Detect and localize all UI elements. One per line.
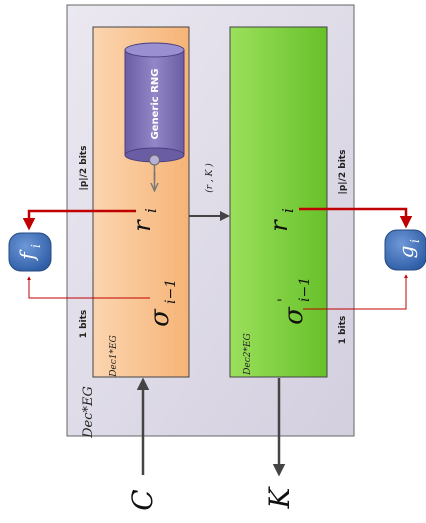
right-box-label: Dec2*EG <box>243 333 253 376</box>
sigma-right-prime: ' <box>276 298 292 302</box>
sigma-right-group: σ ' i−1 <box>276 277 313 325</box>
r-left-subscript: i <box>142 208 160 213</box>
rng-label: Generic RNG <box>150 69 161 140</box>
r-left-symbol: r <box>128 219 156 232</box>
r-right-symbol: r <box>265 219 293 232</box>
right-bits-bottom: 1 bits <box>338 316 348 345</box>
sigma-to-f-arrow <box>27 276 150 299</box>
sigma-to-g-arrow <box>303 274 408 310</box>
rng-knob <box>149 154 160 166</box>
sigma-left-subscript: i−1 <box>163 279 179 304</box>
r-right-subscript: i <box>279 208 297 213</box>
right-bits-top: |p|/2 bits <box>338 150 348 195</box>
left-box-label: Dec1*EG <box>109 335 119 378</box>
transfer-label: (r , K ) <box>204 163 215 193</box>
r-to-g-arrow <box>299 207 413 229</box>
right-box <box>229 26 328 378</box>
sigma-right-subscript: i−1 <box>297 277 313 302</box>
c-label: C <box>126 489 159 510</box>
left-bits-bottom: 1 bits <box>79 310 89 339</box>
g-subscript: i <box>408 239 422 243</box>
left-bits-top: |p|/2 bits <box>79 146 89 191</box>
f-subscript: i <box>29 244 43 248</box>
r-right-group: r i <box>265 208 297 232</box>
outer-box-label: Dec*EG <box>81 386 96 439</box>
r-left-group: r i <box>128 208 160 232</box>
k-label: K <box>263 485 296 509</box>
rng-cylinder: Generic RNG <box>124 42 185 163</box>
g-bubble: g i <box>384 229 426 271</box>
sigma-right-symbol: σ <box>279 306 309 325</box>
sigma-left-symbol: σ <box>145 308 175 327</box>
sigma-left-group: σ i−1 <box>145 279 179 327</box>
r-to-f-arrow <box>22 209 136 231</box>
g-symbol: g <box>394 246 418 259</box>
f-bubble: f i <box>8 232 52 272</box>
